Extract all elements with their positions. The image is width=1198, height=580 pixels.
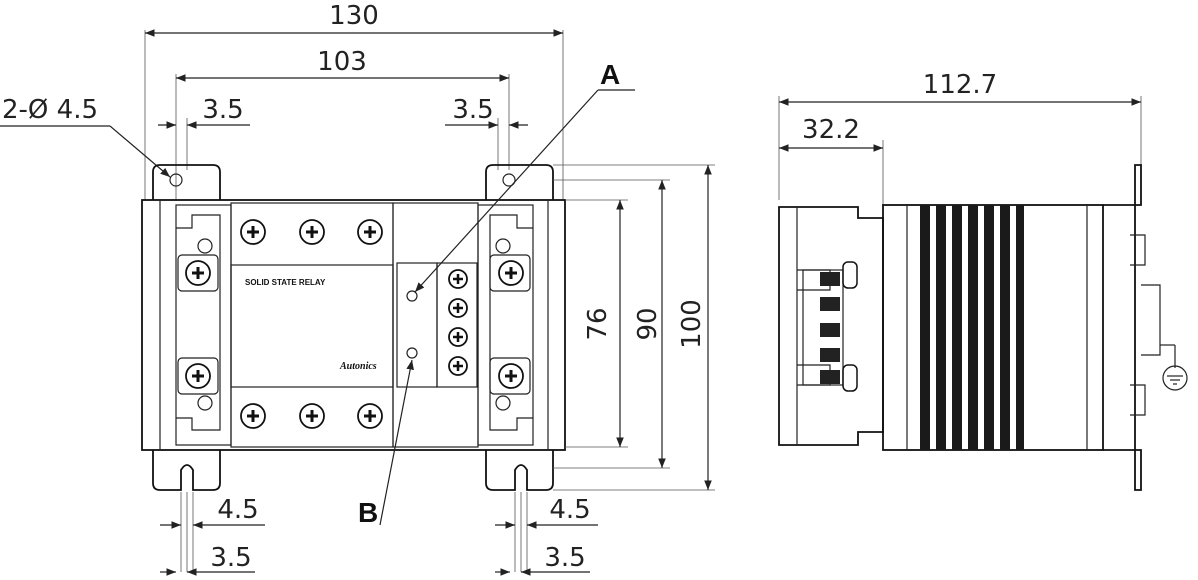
dim-76: 76 (583, 307, 613, 340)
dim-hole-pitch: 103 (317, 47, 367, 77)
callout-a: A (600, 59, 620, 90)
screw-row-bottom (240, 403, 383, 429)
product-label: SOLID STATE RELAY (245, 278, 326, 287)
dim-90: 90 (633, 307, 663, 340)
dim-hole-spec: 2-Ø 4.5 (2, 95, 98, 125)
dim-slot-right-width: 4.5 (549, 495, 590, 525)
dim-left-offset: 3.5 (202, 95, 243, 125)
side-view: 112.7 32.2 (778, 70, 1188, 491)
callout-b: B (358, 497, 378, 528)
dim-slot-left-offset: 3.5 (210, 543, 251, 573)
ground-icon (1160, 344, 1188, 391)
terminal-screws (448, 269, 468, 376)
front-view: 130 103 3.5 3.5 2-Ø 4.5 (0, 1, 715, 576)
screw-row-top (240, 219, 383, 245)
dim-slot-left-width: 4.5 (217, 495, 258, 525)
dim-slot-right-offset: 3.5 (544, 543, 585, 573)
brand-logo: Autonics (339, 361, 377, 372)
dim-right-offset: 3.5 (452, 95, 493, 125)
dim-total-width: 130 (329, 1, 379, 31)
dim-100: 100 (677, 299, 707, 349)
side-terminals (820, 261, 858, 392)
dim-terminal-depth: 32.2 (802, 115, 860, 145)
dim-total-depth: 112.7 (923, 70, 997, 100)
heatsink-fins (920, 205, 1024, 450)
